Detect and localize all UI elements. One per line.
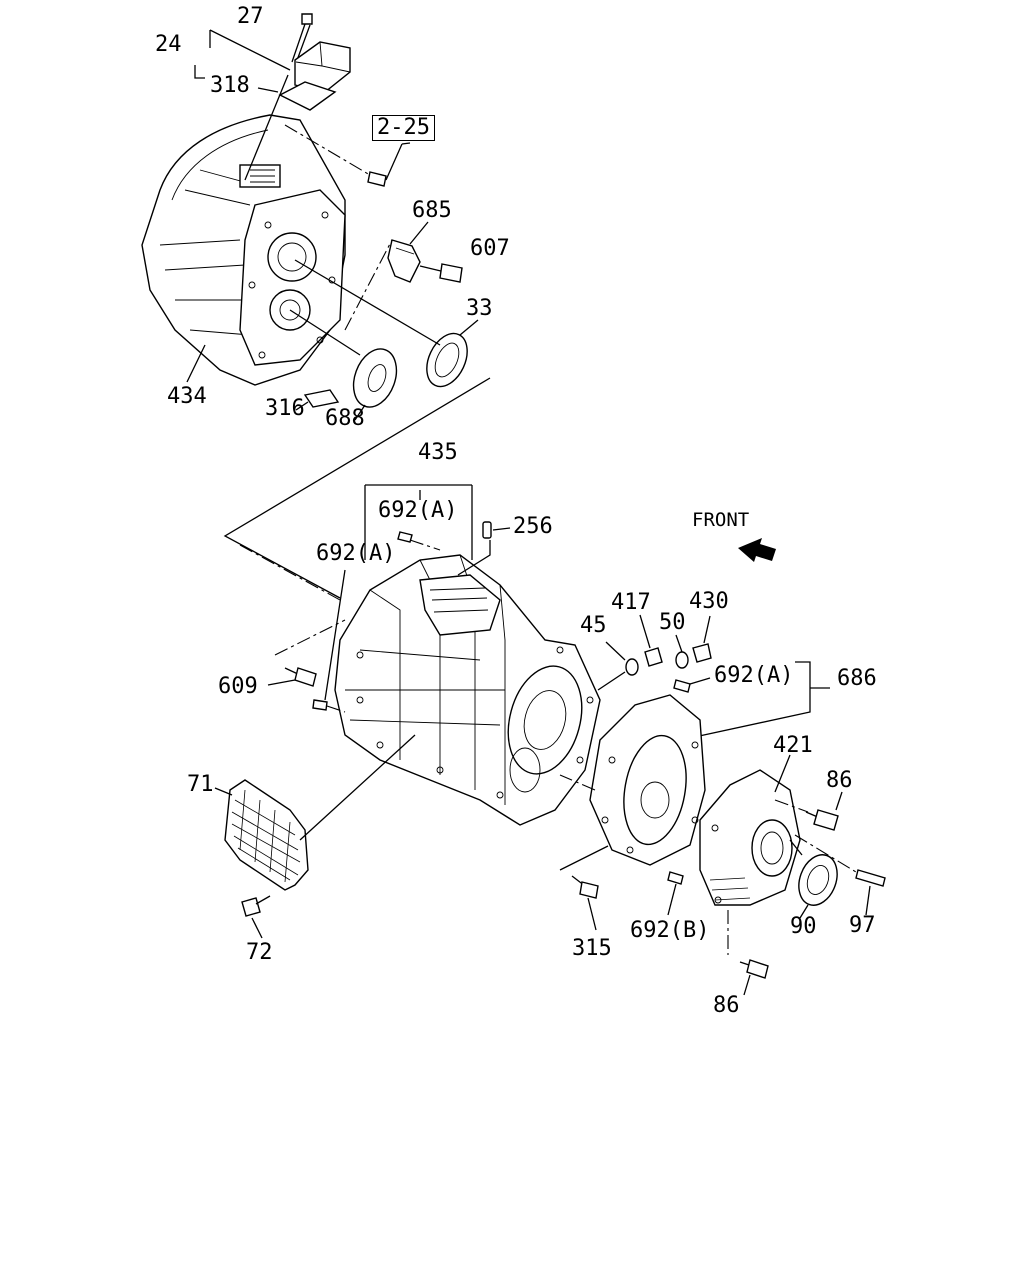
bracket-685 — [387, 221, 429, 283]
label-430: 430 — [689, 589, 729, 614]
clutch-housing — [141, 114, 346, 386]
seal-90 — [798, 854, 838, 919]
bolt-72 — [241, 895, 271, 939]
bolt-607 — [419, 263, 463, 283]
cover-24 — [278, 41, 351, 111]
bolt-27 — [291, 13, 313, 64]
cover-71 — [224, 779, 309, 891]
stud-97 — [855, 869, 886, 916]
label-318: 318 — [210, 73, 250, 98]
transmission-case — [334, 554, 601, 826]
label-685: 685 — [412, 198, 452, 223]
rear-cover — [699, 769, 801, 906]
label-86-bottom: 86 — [713, 993, 740, 1018]
label-692a-top: 692(A) — [378, 498, 458, 523]
pin-692a-left — [312, 699, 328, 711]
label-front: FRONT — [692, 509, 750, 531]
label-417: 417 — [611, 590, 651, 615]
oring-50 — [675, 634, 689, 669]
front-arrow-icon — [738, 538, 776, 562]
label-315: 315 — [572, 936, 612, 961]
label-434: 434 — [167, 384, 207, 409]
label-316: 316 — [265, 396, 305, 421]
pin-692a-right — [673, 677, 711, 693]
bolt-2-25 — [367, 143, 403, 187]
label-256: 256 — [513, 514, 553, 539]
label-45: 45 — [580, 613, 607, 638]
pin-256 — [457, 521, 511, 576]
label-33: 33 — [466, 296, 493, 321]
label-71: 71 — [187, 772, 214, 797]
label-50: 50 — [659, 610, 686, 635]
seal-33 — [426, 319, 479, 388]
label-24: 24 — [155, 32, 182, 57]
label-609: 609 — [218, 674, 258, 699]
label-607: 607 — [470, 236, 510, 261]
plate-316 — [295, 389, 340, 411]
pin-692a-top — [397, 531, 413, 543]
label-692a-left: 692(A) — [316, 541, 396, 566]
label-686: 686 — [837, 666, 877, 691]
label-27: 27 — [237, 4, 264, 29]
label-97: 97 — [849, 913, 876, 938]
label-692b: 692(B) — [630, 918, 710, 943]
plug-417 — [639, 614, 663, 667]
label-435: 435 — [418, 440, 458, 465]
label-90: 90 — [790, 914, 817, 939]
label-72: 72 — [246, 940, 273, 965]
bearing-688 — [352, 348, 398, 421]
label-692a-right: 692(A) — [714, 663, 794, 688]
bolt-609 — [284, 667, 317, 687]
ref-2-25[interactable]: 2-25 — [372, 115, 435, 141]
label-86-top: 86 — [826, 768, 853, 793]
label-688: 688 — [325, 406, 365, 431]
bolt-315 — [571, 875, 599, 931]
plug-430 — [692, 615, 712, 663]
pin-692b — [667, 871, 684, 916]
adapter-plate — [589, 694, 706, 866]
bolt-86-top — [805, 791, 843, 831]
bolt-86-bottom — [727, 910, 769, 996]
oring-45 — [605, 641, 639, 676]
label-421: 421 — [773, 733, 813, 758]
